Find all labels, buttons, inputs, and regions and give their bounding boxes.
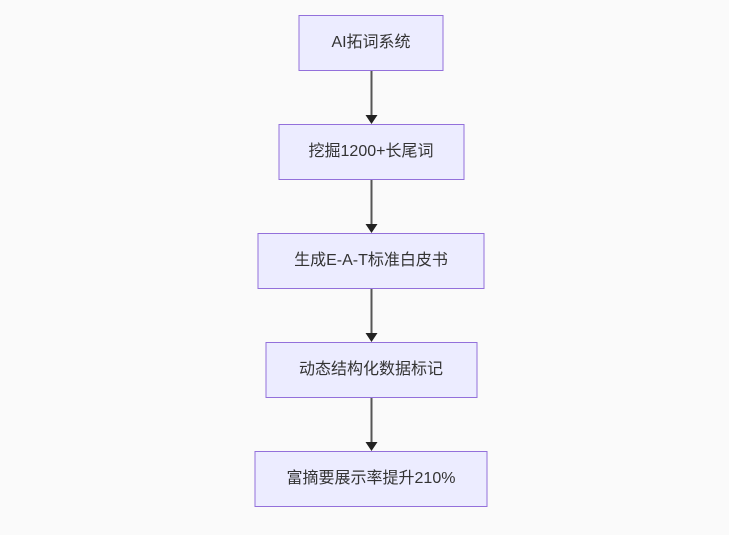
- down-arrow-icon: [363, 398, 379, 451]
- flow-node-label: 生成E-A-T标准白皮书: [294, 252, 448, 269]
- flowchart: AI拓词系统 挖掘1200+长尾词 生成E-A-T标准白皮书 动态结构化数据标记…: [254, 15, 488, 507]
- flow-node-label: AI拓词系统: [331, 34, 411, 51]
- flow-node-label: 富摘要展示率提升210%: [286, 470, 456, 487]
- flow-node-structured-data-markup: 动态结构化数据标记: [265, 342, 477, 398]
- down-arrow-icon: [363, 289, 379, 342]
- flow-node-eat-whitepaper: 生成E-A-T标准白皮书: [257, 233, 485, 289]
- flow-node-rich-snippet-rate: 富摘要展示率提升210%: [254, 451, 488, 507]
- flow-node-label: 挖掘1200+长尾词: [308, 143, 434, 160]
- flow-node-label: 动态结构化数据标记: [298, 361, 443, 378]
- down-arrow-icon: [363, 180, 379, 233]
- flow-node-mine-longtail-keywords: 挖掘1200+长尾词: [278, 124, 464, 180]
- flow-node-ai-word-expansion-system: AI拓词系统: [298, 15, 444, 71]
- down-arrow-icon: [363, 71, 379, 124]
